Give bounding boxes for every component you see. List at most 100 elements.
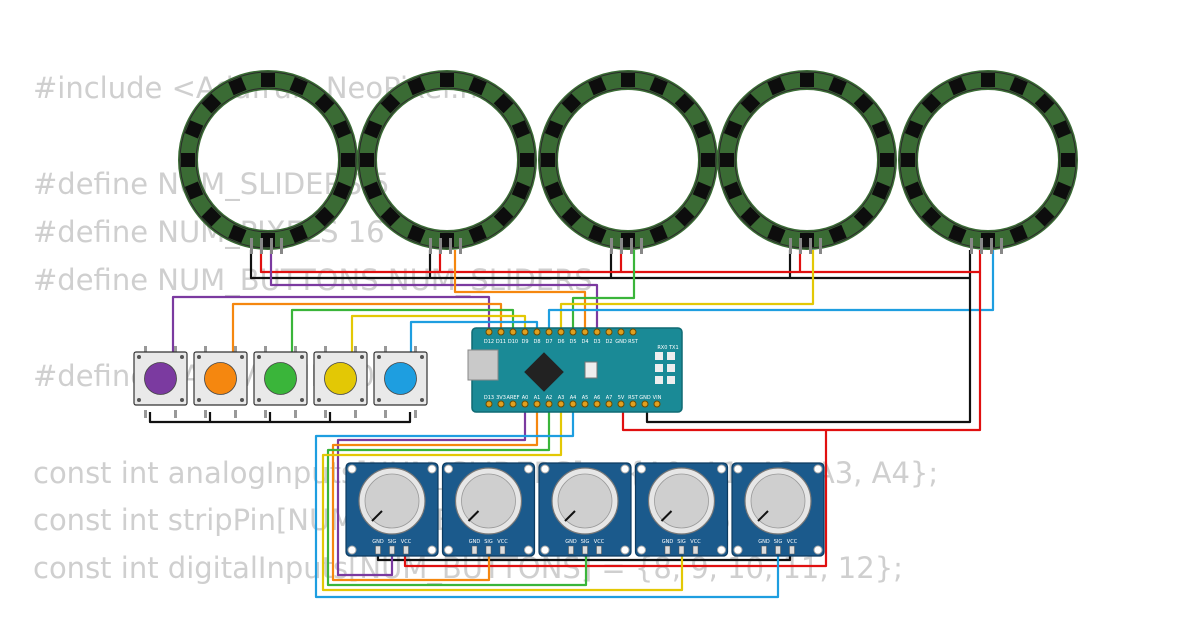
button-cap[interactable]	[324, 362, 357, 395]
ring-led	[341, 153, 355, 167]
ring-led	[332, 181, 352, 200]
arduino-bottom-pin	[593, 400, 601, 408]
arduino-top-pin	[509, 328, 517, 336]
ring-led	[544, 181, 564, 200]
pot-pin-label: GND	[565, 539, 577, 545]
pot-pin-label: SIG	[388, 539, 397, 545]
ring-led	[1061, 153, 1075, 167]
pot-pin-label: VCC	[401, 539, 412, 545]
arduino-bottom-pin	[617, 400, 625, 408]
ring-led	[1052, 181, 1072, 200]
ring-led	[544, 120, 564, 139]
arduino-bottom-pin-label: RST	[628, 395, 639, 401]
arduino-top-pin	[533, 328, 541, 336]
ring-led	[901, 153, 915, 167]
wire-pot4-sig	[321, 404, 684, 592]
pushbutton-yellow[interactable]	[313, 346, 368, 418]
ring-pin	[980, 238, 983, 254]
ring-pin	[280, 238, 283, 254]
pot-pin-label: GND	[758, 539, 770, 545]
ring-pin	[970, 238, 973, 254]
ring-led	[720, 153, 734, 167]
arduino-bottom-pin	[497, 400, 505, 408]
ring-led	[828, 76, 847, 96]
ring-pin	[429, 238, 432, 254]
ring-led	[468, 76, 487, 96]
ring-led	[1009, 76, 1028, 96]
wire-ring1-data	[269, 250, 599, 330]
ring-led	[692, 181, 712, 200]
arduino-top-pin	[629, 328, 637, 336]
ring-pin	[990, 238, 993, 254]
ring-pin	[459, 238, 462, 254]
ring-1	[178, 70, 358, 254]
ring-pin	[610, 238, 613, 254]
ring-led	[588, 224, 607, 244]
pushbutton-green[interactable]	[253, 346, 308, 418]
arduino-bottom-pin-label: A1	[534, 395, 541, 401]
pot-pin-label: VCC	[594, 539, 605, 545]
arduino-bottom-pin	[509, 400, 517, 408]
ring-led	[723, 181, 743, 200]
ring-pin	[819, 238, 822, 254]
arduino-top-pin	[581, 328, 589, 336]
ring-pin	[789, 238, 792, 254]
pot-pin-label: SIG	[484, 539, 493, 545]
arduino-bottom-pin-label: 3V3	[496, 395, 506, 401]
ring-pin	[620, 238, 623, 254]
arduino-bottom-pin	[629, 400, 637, 408]
arduino-bottom-pin-label: A6	[594, 395, 601, 401]
ring-led	[468, 224, 487, 244]
pushbutton-blue[interactable]	[373, 346, 428, 418]
button-cap[interactable]	[204, 362, 237, 395]
ring-led	[228, 76, 247, 96]
ring-led	[948, 224, 967, 244]
ring-led	[314, 93, 335, 114]
ring-led	[880, 153, 894, 167]
potentiometer-5[interactable]: GND SIG VCC	[731, 462, 825, 557]
ring-led	[520, 153, 534, 167]
wire-ring5-data	[547, 250, 995, 330]
ring-led	[380, 93, 401, 114]
pot-pin-label: GND	[469, 539, 481, 545]
ring-5	[898, 70, 1078, 254]
arduino-top-pin	[617, 328, 625, 336]
icsp-pin	[667, 352, 675, 360]
ring-led	[314, 206, 335, 227]
button-cap[interactable]	[264, 362, 297, 395]
ring-led	[692, 120, 712, 139]
button-cap[interactable]	[384, 362, 417, 395]
pot-pin-label: SIG	[677, 539, 686, 545]
ring-led	[981, 73, 995, 87]
arduino-top-pin	[497, 328, 505, 336]
ring-led	[588, 76, 607, 96]
arduino-bottom-pin-label: A4	[570, 395, 577, 401]
arduino-top-pin	[485, 328, 493, 336]
rx-tx-label: RX0 TX1	[657, 345, 678, 351]
pushbutton-orange[interactable]	[193, 346, 248, 418]
pushbutton-purple[interactable]	[133, 346, 188, 418]
wire-pot2-sig	[331, 404, 539, 582]
ring-led	[363, 120, 383, 139]
ring-pin	[640, 238, 643, 254]
wire-ring2-data	[453, 250, 587, 330]
arduino-bottom-pin	[521, 400, 529, 408]
icsp-pin	[655, 352, 663, 360]
wire-btn3	[290, 308, 515, 352]
arduino-bottom-pin-label: D13	[484, 395, 494, 401]
icsp-pin	[667, 364, 675, 372]
button-cap[interactable]	[144, 362, 177, 395]
ring-led	[201, 206, 222, 227]
reset-button[interactable]	[584, 361, 598, 379]
pot-pin-label: VCC	[787, 539, 798, 545]
ring-pin	[270, 238, 273, 254]
ring-led	[871, 181, 891, 200]
arduino-top-pin-label: D11	[496, 339, 506, 345]
pot-pin-label: SIG	[774, 539, 783, 545]
